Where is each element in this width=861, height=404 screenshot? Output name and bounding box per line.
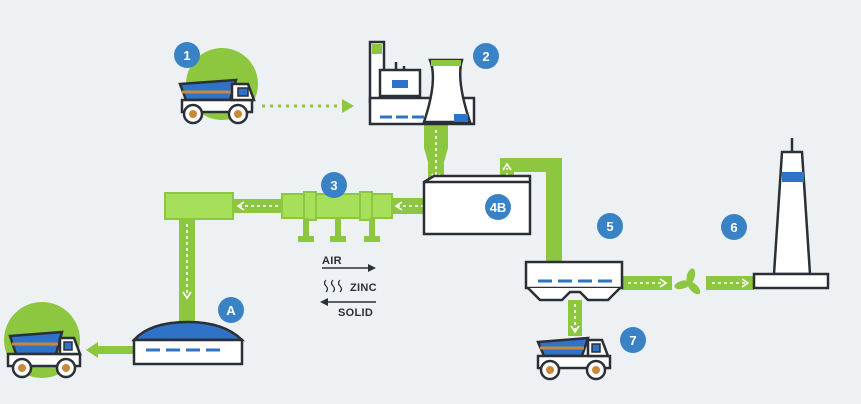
cooling-tower-icon — [422, 58, 472, 124]
step-badge-2: 2 — [473, 43, 499, 69]
legend: AIR ZINC SOLID — [320, 255, 377, 319]
flow-fan-to-stack — [706, 276, 754, 290]
filter-unit-icon — [524, 260, 624, 302]
flow-hopper-to-filter — [500, 158, 562, 264]
flow-kiln-to-collector — [232, 199, 282, 213]
flow-filter-to-fan — [622, 276, 672, 290]
flow-truck-to-plant — [262, 99, 354, 113]
legend-solid-label: SOLID — [338, 307, 373, 319]
dump-truck-icon — [178, 48, 258, 125]
flow-plant-to-hopper — [424, 124, 448, 182]
legend-zinc-label: ZINC — [350, 282, 377, 294]
fan-icon — [674, 268, 701, 295]
chimney-stack-icon — [752, 138, 830, 290]
step-badge-label: 4B — [490, 200, 507, 215]
step-badge-label: A — [226, 303, 236, 318]
step-badge-a: A — [218, 297, 244, 323]
step-badge-1: 1 — [174, 42, 200, 68]
rotary-kiln-icon — [281, 191, 393, 242]
step-badge-label: 3 — [330, 178, 337, 193]
step-badge-6: 6 — [721, 214, 747, 240]
collector-box — [164, 192, 234, 220]
step-badge-5: 5 — [597, 213, 623, 239]
step-badge-7: 7 — [620, 327, 646, 353]
hopper-icon — [422, 174, 532, 236]
step-badge-label: 7 — [629, 333, 636, 348]
legend-air-label: AIR — [322, 255, 342, 267]
step-badge-label: 1 — [183, 48, 190, 63]
dump-truck-icon — [4, 302, 82, 379]
dump-truck-icon — [536, 336, 612, 381]
step-badge-label: 5 — [606, 219, 613, 234]
step-badge-4b: 4B — [485, 194, 511, 220]
step-badge-label: 2 — [482, 49, 489, 64]
flow-filter-to-truck — [568, 300, 582, 336]
step-badge-3: 3 — [321, 172, 347, 198]
flow-collector-to-storage — [179, 218, 195, 322]
flow-storage-to-truck — [86, 342, 134, 358]
step-badge-label: 6 — [730, 220, 737, 235]
zinc-wave-icon — [323, 279, 343, 293]
storage-pile-icon — [131, 320, 246, 366]
